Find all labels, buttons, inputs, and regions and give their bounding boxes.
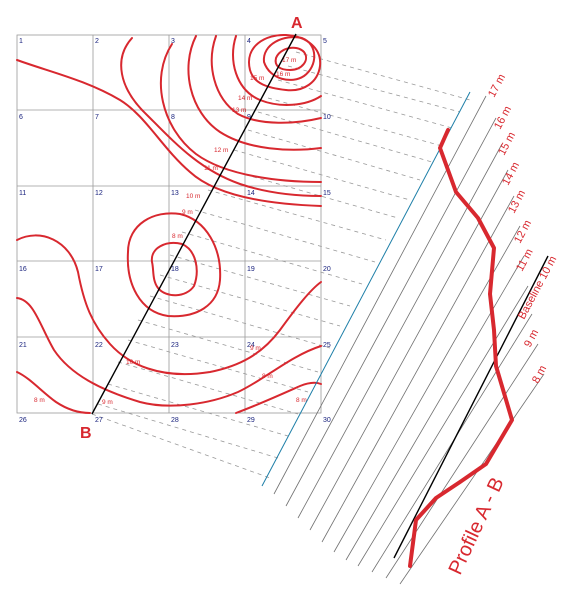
cell-number: 13 xyxy=(171,190,179,197)
contour-label: 8 m xyxy=(172,233,183,240)
level-label: 9 m xyxy=(522,328,541,350)
cell-number: 12 xyxy=(95,190,103,197)
cell-number: 22 xyxy=(95,342,103,349)
profile-baseline xyxy=(393,255,549,559)
contour-label: 10 m xyxy=(186,193,200,200)
contour-label: 9 m xyxy=(102,399,113,406)
cell-number: 18 xyxy=(171,266,179,273)
cell-number: 26 xyxy=(19,417,27,424)
contour-label: 15 m xyxy=(250,75,264,82)
cell-number: 9 xyxy=(247,114,251,121)
cell-number: 1 xyxy=(19,38,23,45)
contour-13m xyxy=(210,35,322,124)
contour-16m xyxy=(262,36,316,81)
contour-8m-right xyxy=(235,381,322,414)
profile-level-labels: 17 m 16 m 15 m 14 m 13 m 12 m 11 m Basel… xyxy=(486,72,559,385)
contour-label: 13 m xyxy=(232,107,246,114)
contour-8m-lower xyxy=(16,371,91,414)
point-a-label: A xyxy=(291,15,303,32)
level-label: 11 m xyxy=(514,247,536,274)
contour-label: 14 m xyxy=(238,95,252,102)
cell-number: 28 xyxy=(171,417,179,424)
contour-11m xyxy=(159,43,322,183)
cell-number: 29 xyxy=(247,417,255,424)
contour-label: 8 m xyxy=(34,397,45,404)
cell-number: 30 xyxy=(323,417,331,424)
contour-9m-upper xyxy=(16,59,322,207)
level-label: 17 m xyxy=(486,72,508,99)
cell-numbers: 1 2 3 4 5 6 7 8 9 10 11 12 13 14 15 16 1… xyxy=(19,38,331,424)
contour-10m-lower xyxy=(16,234,322,376)
cell-number: 2 xyxy=(95,38,99,45)
contour-9m-lower xyxy=(16,297,322,407)
cell-number: 6 xyxy=(19,114,23,121)
point-b-label: B xyxy=(80,425,92,442)
cell-number: 5 xyxy=(323,38,327,45)
cell-number: 11 xyxy=(19,190,26,197)
cell-number: 3 xyxy=(171,38,175,45)
contour-label: 8 m xyxy=(262,373,273,380)
contour-12m xyxy=(187,35,322,151)
cell-number: 4 xyxy=(247,38,251,45)
contour-15m xyxy=(248,33,322,92)
level-label: 14 m xyxy=(500,160,522,187)
section-line: A B xyxy=(80,15,303,442)
contour-label: 16 m xyxy=(276,71,290,78)
level-label: 15 m xyxy=(496,130,518,157)
contour-8m-depression xyxy=(150,242,198,297)
contour-label: 9 m xyxy=(182,209,193,216)
map-grid xyxy=(16,34,322,414)
cell-number: 16 xyxy=(19,266,27,273)
level-label: 8 m xyxy=(530,364,549,386)
cell-number: 21 xyxy=(19,342,27,349)
contour-10m-upper xyxy=(120,37,322,197)
cell-number: 24 xyxy=(247,342,255,349)
contour-label: 11 m xyxy=(204,165,218,172)
profile-curve xyxy=(408,128,514,568)
profile-frame-line xyxy=(261,91,471,487)
contour-labels: 17 m 16 m 15 m 14 m 13 m 12 m 11 m 10 m … xyxy=(34,57,307,406)
contour-label: 17 m xyxy=(282,57,296,64)
cell-number: 10 xyxy=(323,114,331,121)
cell-number: 8 xyxy=(171,114,175,121)
contour-label: 12 m xyxy=(214,147,228,154)
level-label: 16 m xyxy=(492,104,514,131)
cell-number: 7 xyxy=(95,114,99,121)
cell-number: 17 xyxy=(95,266,103,273)
cell-number: 23 xyxy=(171,342,179,349)
cell-number: 14 xyxy=(247,190,255,197)
cell-number: 20 xyxy=(323,266,331,273)
cell-number: 19 xyxy=(247,266,255,273)
projection-lines xyxy=(91,51,471,479)
contour-label: 8 m xyxy=(296,397,307,404)
profile-title: Profile A - B xyxy=(445,474,509,578)
contour-label: 9 m xyxy=(250,345,261,352)
cell-number: 25 xyxy=(323,342,331,349)
cell-number: 15 xyxy=(323,190,331,197)
contour-9m-depression xyxy=(126,212,222,318)
level-label: 13 m xyxy=(506,188,528,215)
contour-label: 10 m xyxy=(126,359,140,366)
level-label: 12 m xyxy=(512,218,534,245)
profile-level-lines xyxy=(273,95,545,585)
cell-number: 27 xyxy=(95,417,103,424)
